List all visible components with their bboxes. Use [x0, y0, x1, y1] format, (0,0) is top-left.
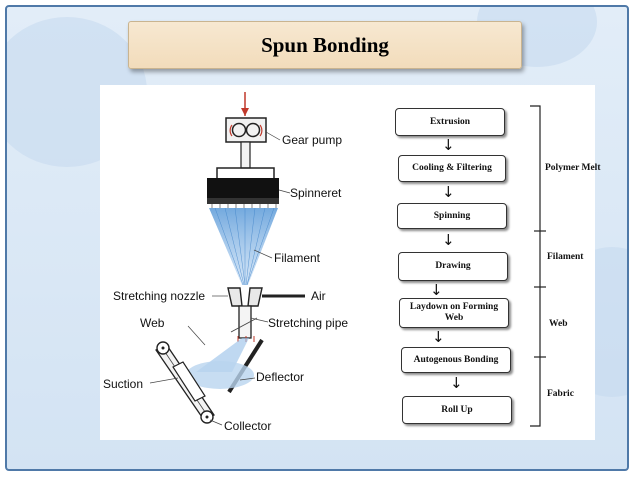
gear-right-icon [245, 122, 261, 138]
label-gear-pump: Gear pump [282, 133, 343, 147]
gear-rotation-arrow [229, 124, 233, 137]
phase-fabric: Fabric [547, 389, 574, 399]
step-extrusion: Extrusion [395, 108, 505, 136]
stretching-nozzle-right [247, 287, 263, 307]
label-collector: Collector [224, 419, 272, 433]
polymer-inlet-arrowhead [241, 108, 249, 116]
label-leader-lines [149, 131, 291, 426]
step-roll-up: Roll Up [402, 396, 512, 424]
step-autogenous-bonding: Autogenous Bonding [401, 347, 511, 373]
suction-box [172, 361, 206, 402]
label-stretching-nozzle: Stretching nozzle [113, 289, 206, 303]
phase-polymer-melt: Polymer Melt [545, 163, 601, 173]
stretching-nozzle-left [227, 287, 243, 307]
label-web: Web [140, 316, 165, 330]
step-drawing: Drawing [398, 252, 508, 281]
step-cooling-filtering: Cooling & Filtering [398, 155, 506, 182]
gear-left-icon [231, 122, 247, 138]
flow-arrow-icon: ↓ [432, 328, 445, 346]
spinneret-face [207, 198, 279, 204]
label-spinneret: Spinneret [290, 186, 342, 200]
step-spinning: Spinning [397, 203, 507, 229]
flow-arrow-icon: ↓ [442, 183, 455, 201]
roller-axle [161, 346, 165, 350]
phase-web: Web [549, 319, 568, 329]
label-filament: Filament [274, 251, 321, 265]
title-bar: Spun Bonding [128, 21, 522, 69]
step-laydown: Laydown on Forming Web [399, 298, 509, 328]
spinneret-nozzles [211, 204, 277, 208]
stretching-pipe-hatch [230, 317, 258, 333]
label-suction: Suction [103, 377, 144, 391]
spinneret-manifold [216, 167, 275, 178]
page-title: Spun Bonding [261, 32, 389, 57]
roller-axle [205, 415, 209, 419]
filament-lines [214, 207, 275, 286]
gear-rotation-arrow [259, 124, 263, 137]
label-deflector: Deflector [256, 370, 305, 384]
flow-arrow-icon: ↓ [450, 374, 463, 392]
flow-arrow-icon: ↓ [430, 281, 443, 299]
feed-pipe [240, 141, 251, 169]
label-stretching-pipe: Stretching pipe [268, 316, 349, 330]
flow-arrow-icon: ↓ [442, 136, 455, 154]
phase-bracket [530, 105, 546, 427]
spunbond-machine-diagram [149, 92, 305, 426]
web-laydown [186, 361, 254, 389]
label-air: Air [311, 289, 326, 303]
phase-filament: Filament [547, 252, 584, 262]
flow-arrow-icon: ↓ [442, 231, 455, 249]
